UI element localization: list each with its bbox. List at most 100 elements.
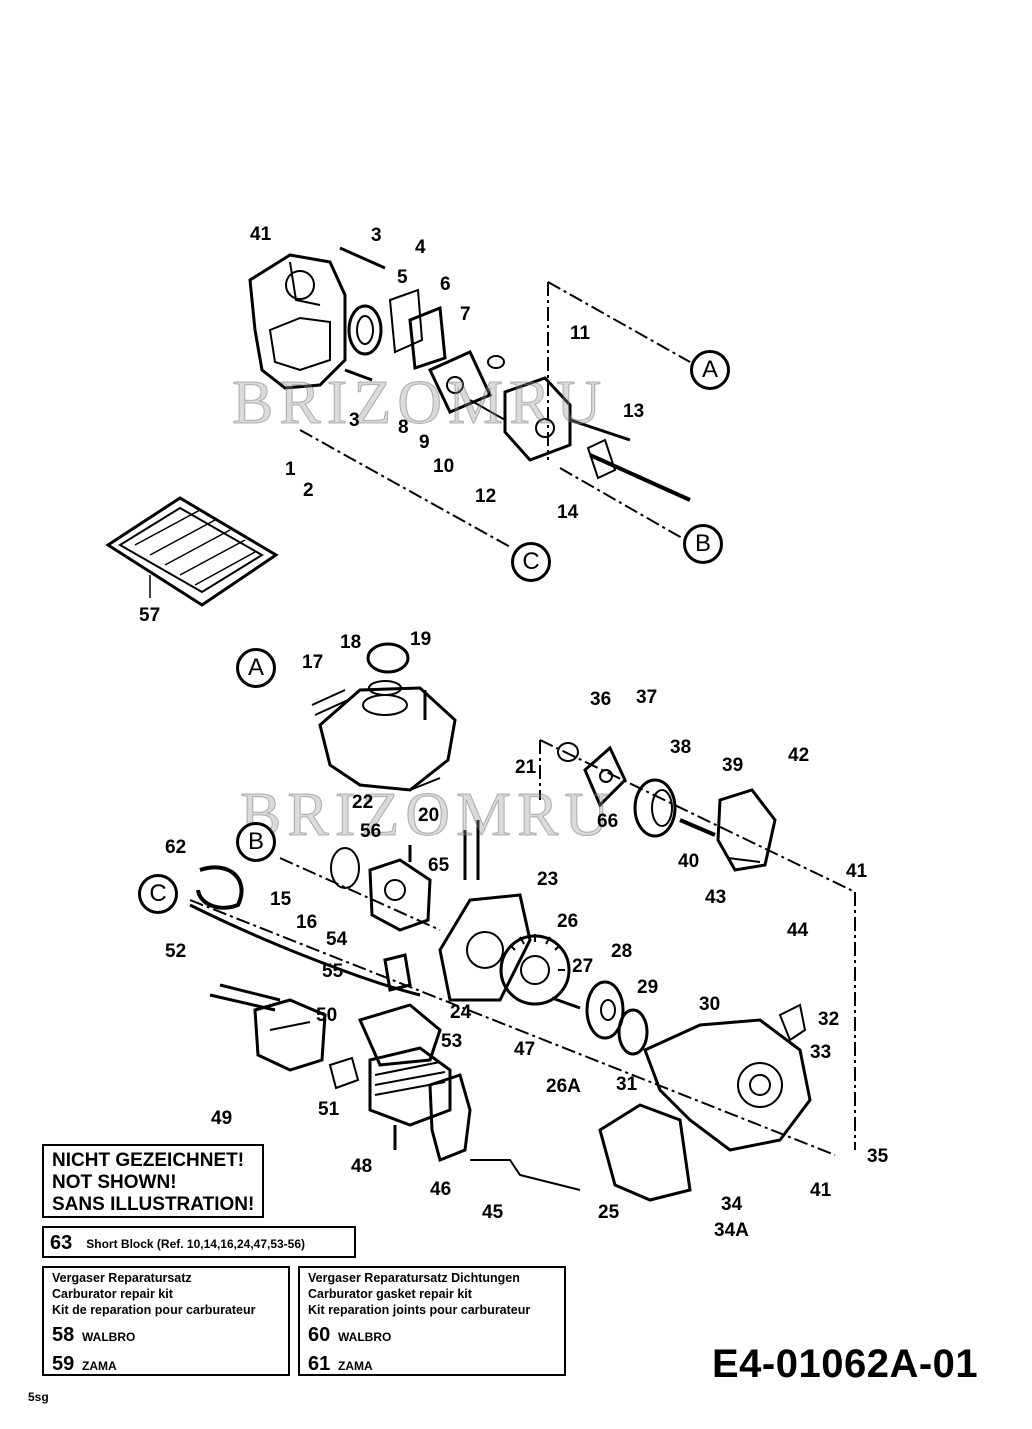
callout-47: 47	[514, 1039, 536, 1060]
callout-22: 22	[352, 792, 374, 813]
callout-17: 17	[302, 652, 324, 673]
callout-6: 6	[440, 274, 451, 295]
callout-8: 8	[398, 417, 409, 438]
callout-3-b: 3	[349, 410, 360, 431]
carb-gasket-kit-box: Vergaser Reparatursatz Dichtungen Carbur…	[298, 1266, 566, 1376]
not-shown-de: NICHT GEZEICHNET!	[52, 1150, 245, 1171]
callout-28: 28	[611, 941, 633, 962]
callout-39: 39	[722, 755, 744, 776]
callout-11: 11	[570, 323, 591, 344]
not-shown-fr: SANS ILLUSTRATION!	[52, 1194, 255, 1215]
callout-54: 54	[326, 929, 348, 950]
callout-13: 13	[623, 401, 645, 422]
callout-50: 50	[316, 1005, 338, 1026]
carb-repair-kit-box: Vergaser Reparatursatz Carburator repair…	[42, 1266, 290, 1376]
callout-33: 33	[810, 1042, 832, 1063]
callout-52: 52	[165, 941, 187, 962]
callout-57: 57	[139, 605, 161, 626]
figure-tag: 5sg	[28, 1390, 49, 1404]
callout-62: 62	[165, 837, 187, 858]
kit-number: 59	[52, 1353, 75, 1375]
callout-25: 25	[598, 1202, 620, 1223]
callout-41-b: 41	[846, 861, 868, 882]
carb-gasket-kit-header-en: Carburator gasket repair kit	[308, 1287, 472, 1301]
callout-4: 4	[415, 237, 426, 258]
carb-repair-kit-item: 59 ZAMA	[52, 1353, 288, 1376]
kit-number: 61	[308, 1353, 331, 1375]
callout-41-c: 41	[810, 1180, 832, 1201]
watermark-bottom: BRIZOMRU	[239, 781, 616, 850]
callout-66: 66	[597, 811, 619, 832]
callout-26a: 26A	[546, 1076, 581, 1097]
callout-36: 36	[590, 689, 612, 710]
callout-55: 55	[322, 961, 344, 982]
not-shown-en: NOT SHOWN!	[52, 1172, 177, 1193]
callout-19: 19	[410, 629, 432, 650]
callout-43: 43	[705, 887, 727, 908]
kit-number: 60	[308, 1324, 331, 1346]
callout-18: 18	[340, 632, 362, 653]
callout-15: 15	[270, 889, 292, 910]
callout-31: 31	[616, 1074, 638, 1095]
callout-27: 27	[572, 956, 594, 977]
callout-51: 51	[318, 1099, 340, 1120]
ref-circle-c-upper: C	[511, 542, 551, 582]
kit-brand: ZAMA	[338, 1359, 373, 1373]
short-block-number: 63	[50, 1232, 73, 1254]
callout-7: 7	[460, 304, 471, 325]
kit-brand: WALBRO	[338, 1330, 392, 1344]
ref-circle-a-upper: A	[690, 350, 730, 390]
callout-38: 38	[670, 737, 692, 758]
ref-circle-c-lower: C	[138, 874, 178, 914]
callout-9: 9	[419, 432, 430, 453]
carb-repair-kit-header-de: Vergaser Reparatursatz	[52, 1271, 192, 1285]
callout-56: 56	[360, 821, 382, 842]
callout-49: 49	[211, 1108, 233, 1129]
callout-34a: 34A	[714, 1220, 749, 1241]
callout-16: 16	[296, 912, 318, 933]
ref-circle-b-lower: B	[236, 822, 276, 862]
callout-41: 41	[250, 224, 272, 245]
callout-10: 10	[433, 456, 455, 477]
carb-repair-kit-item: 58 WALBRO	[52, 1324, 288, 1347]
callout-21: 21	[515, 757, 537, 778]
carb-gasket-kit-header-de: Vergaser Reparatursatz Dichtungen	[308, 1271, 520, 1285]
carb-gasket-kit-item: 60 WALBRO	[308, 1324, 564, 1347]
callout-12: 12	[475, 486, 497, 507]
ref-circle-b-upper: B	[683, 524, 723, 564]
callout-44: 44	[787, 920, 809, 941]
watermark-top: BRIZOMRU	[231, 369, 608, 438]
carb-gasket-kit-header-fr: Kit reparation joints pour carburateur	[308, 1303, 531, 1317]
callout-2: 2	[303, 480, 314, 501]
kit-number: 58	[52, 1324, 75, 1346]
ref-circle-a-lower: A	[236, 648, 276, 688]
callout-1: 1	[285, 459, 296, 480]
callout-32: 32	[818, 1009, 840, 1030]
callout-26: 26	[557, 911, 579, 932]
diagram-code: E4-01062A-01	[712, 1342, 979, 1386]
callout-35: 35	[867, 1146, 889, 1167]
callout-45: 45	[482, 1202, 504, 1223]
callout-5: 5	[397, 267, 408, 288]
callout-3: 3	[371, 225, 382, 246]
callout-40: 40	[678, 851, 700, 872]
carb-gasket-kit-item: 61 ZAMA	[308, 1353, 564, 1376]
kit-brand: WALBRO	[82, 1330, 136, 1344]
carb-repair-kit-header-en: Carburator repair kit	[52, 1287, 173, 1301]
callout-42: 42	[788, 745, 810, 766]
callout-37: 37	[636, 687, 658, 708]
not-shown-box: NICHT GEZEICHNET! NOT SHOWN! SANS ILLUST…	[42, 1144, 264, 1218]
callout-23: 23	[537, 869, 559, 890]
callout-24: 24	[450, 1002, 472, 1023]
callout-53: 53	[441, 1031, 463, 1052]
short-block-box: 63 Short Block (Ref. 10,14,16,24,47,53-5…	[42, 1226, 356, 1258]
carb-repair-kit-header-fr: Kit de reparation pour carburateur	[52, 1303, 256, 1317]
callout-34: 34	[721, 1194, 743, 1215]
callout-65: 65	[428, 855, 450, 876]
callout-20: 20	[418, 805, 440, 826]
callout-29: 29	[637, 977, 659, 998]
short-block-text: Short Block (Ref. 10,14,16,24,47,53-56)	[86, 1236, 306, 1251]
kit-brand: ZAMA	[82, 1359, 117, 1373]
callout-14: 14	[557, 502, 579, 523]
